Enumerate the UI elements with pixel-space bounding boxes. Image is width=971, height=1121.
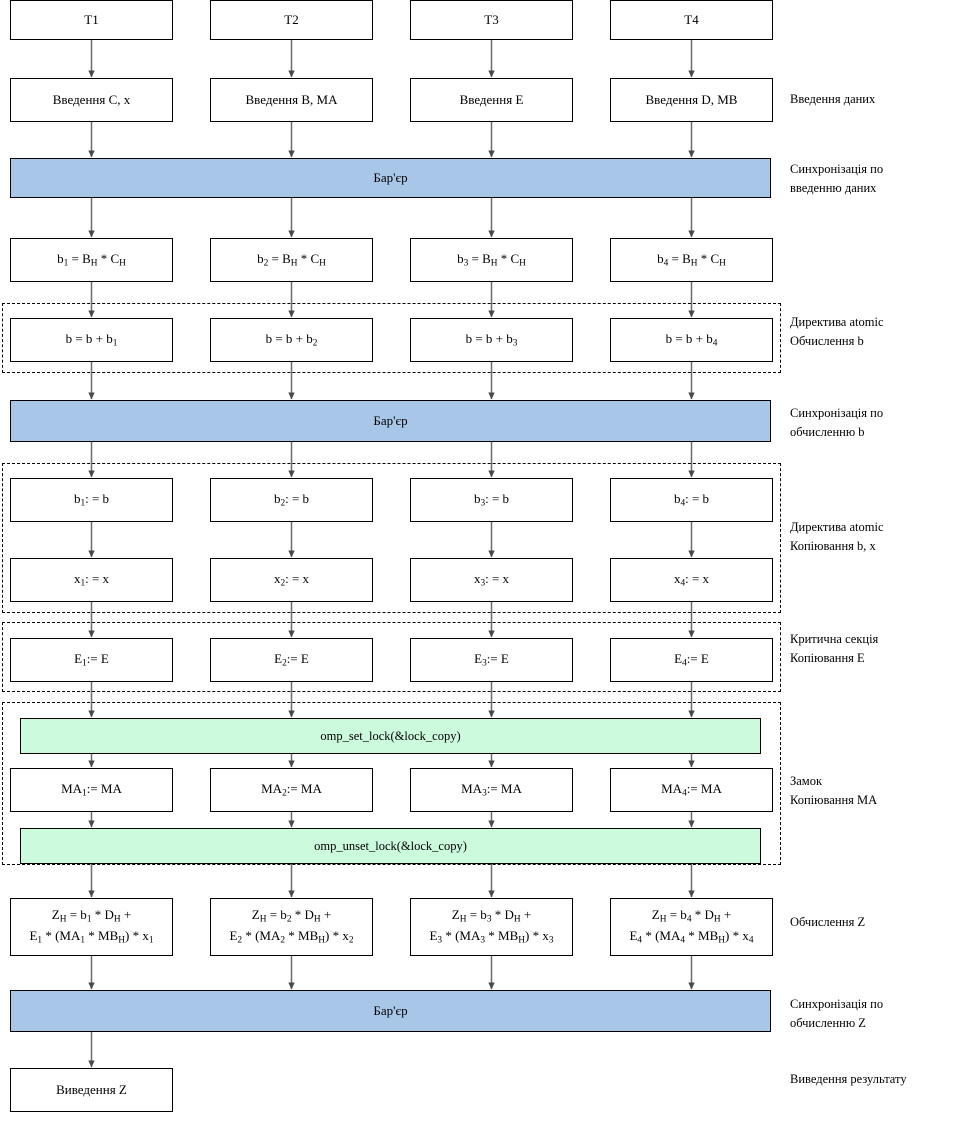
node-label: b4: = b (673, 490, 710, 509)
barrier-label: Бар'єр (373, 1003, 408, 1018)
node-label: E3:= E (474, 650, 509, 669)
node-label: b1: = b (73, 490, 110, 509)
node-label: Виведення Z (56, 1082, 127, 1098)
node-b-accumulate-4[interactable]: b = b + b4 (610, 318, 773, 362)
node-e-copy-2[interactable]: E2:= E (210, 638, 373, 682)
node-label: b3 = BH * CH (457, 250, 526, 269)
node-label: T4 (684, 12, 699, 28)
lock-bar-unset-lock[interactable]: omp_unset_lock(&lock_copy) (20, 828, 761, 864)
side-label-output: Виведення результату (790, 1072, 907, 1086)
side-label-b-accumulate: Директива atomic Обчислення b (790, 315, 884, 349)
side-label-barrier-z: Синхронізація по обчисленню Z (790, 997, 884, 1031)
node-b-copy-1[interactable]: b1: = b (10, 478, 173, 522)
node-x-copy-2[interactable]: x2: = x (210, 558, 373, 602)
node-b-accumulate-3[interactable]: b = b + b3 (410, 318, 573, 362)
node-x-copy-3[interactable]: x3: = x (410, 558, 573, 602)
node-b-copy-4[interactable]: b4: = b (610, 478, 773, 522)
node-input-2[interactable]: Введення B, MA (210, 78, 373, 122)
barrier-label: Бар'єр (373, 170, 408, 185)
side-label-z-compute: Обчислення Z (790, 915, 866, 929)
node-label: b3: = b (473, 490, 510, 509)
node-label: b = b + b4 (665, 330, 718, 349)
side-label-barrier-b: Синхронізація по обчисленню b (790, 406, 884, 440)
node-label: b = b + b3 (465, 330, 518, 349)
node-b-accumulate-2[interactable]: b = b + b2 (210, 318, 373, 362)
node-line-1: ZH = b2 * DH + (251, 906, 332, 925)
side-label-e-copy: Критична секція Копіювання E (790, 632, 879, 666)
node-ma-copy-4[interactable]: MA4:= MA (610, 768, 773, 812)
node-line-2: E1 * (MA1 * MBH) * x1 (29, 928, 154, 946)
lock-label: omp_unset_lock(&lock_copy) (314, 838, 467, 853)
node-x-copy-4[interactable]: x4: = x (610, 558, 773, 602)
node-bi-product-4[interactable]: b4 = BH * CH (610, 238, 773, 282)
node-threads-4[interactable]: T4 (610, 0, 773, 40)
node-input-1[interactable]: Введення C, x (10, 78, 173, 122)
node-label: Введення E (459, 92, 524, 108)
node-label: b1 = BH * CH (57, 250, 126, 269)
node-label: b2 = BH * CH (257, 250, 326, 269)
node-b-copy-3[interactable]: b3: = b (410, 478, 573, 522)
node-label: b2: = b (273, 490, 310, 509)
lock-bar-set-lock[interactable]: omp_set_lock(&lock_copy) (20, 718, 761, 754)
node-label: Введення C, x (52, 92, 131, 108)
node-label: Введення B, MA (245, 92, 338, 108)
node-label: x3: = x (473, 570, 510, 589)
node-line-1: ZH = b4 * DH + (651, 906, 732, 925)
node-label: b = b + b1 (65, 330, 118, 349)
node-output-0[interactable]: Виведення Z (10, 1068, 173, 1112)
node-threads-1[interactable]: T1 (10, 0, 173, 40)
node-line-1: ZH = b3 * DH + (451, 906, 532, 925)
node-ma-copy-1[interactable]: MA1:= MA (10, 768, 173, 812)
node-b-copy-2[interactable]: b2: = b (210, 478, 373, 522)
node-z-compute-2[interactable]: ZH = b2 * DH + E2 * (MA2 * MBH) * x2 (210, 898, 373, 956)
node-z-compute-4[interactable]: ZH = b4 * DH + E4 * (MA4 * MBH) * x4 (610, 898, 773, 956)
barrier-bar-barrier-input[interactable]: Бар'єр (10, 158, 771, 198)
node-bi-product-3[interactable]: b3 = BH * CH (410, 238, 573, 282)
node-threads-3[interactable]: T3 (410, 0, 573, 40)
node-b-accumulate-1[interactable]: b = b + b1 (10, 318, 173, 362)
node-x-copy-1[interactable]: x1: = x (10, 558, 173, 602)
node-line-2: E4 * (MA4 * MBH) * x4 (629, 928, 754, 946)
node-ma-copy-2[interactable]: MA2:= MA (210, 768, 373, 812)
node-label: Введення D, MB (645, 92, 738, 108)
node-z-compute-3[interactable]: ZH = b3 * DH + E3 * (MA3 * MBH) * x3 (410, 898, 573, 956)
node-z-compute-1[interactable]: ZH = b1 * DH + E1 * (MA1 * MBH) * x1 (10, 898, 173, 956)
node-input-3[interactable]: Введення E (410, 78, 573, 122)
lock-label: omp_set_lock(&lock_copy) (320, 728, 461, 743)
node-label: MA4:= MA (661, 780, 722, 799)
node-label: b = b + b2 (265, 330, 318, 349)
node-label: x2: = x (273, 570, 310, 589)
node-threads-2[interactable]: T2 (210, 0, 373, 40)
side-label-x-copy: Директива atomic Копіювання b, x (790, 520, 884, 554)
node-e-copy-3[interactable]: E3:= E (410, 638, 573, 682)
node-label: E4:= E (674, 650, 709, 669)
node-label: E1:= E (74, 650, 109, 669)
side-label-barrier-input: Синхронізація по введенню даних (790, 162, 884, 196)
barrier-label: Бар'єр (373, 413, 408, 428)
node-input-4[interactable]: Введення D, MB (610, 78, 773, 122)
side-label-ma-copy: Замок Копіювання MA (790, 774, 878, 808)
barrier-bar-barrier-b[interactable]: Бар'єр (10, 400, 771, 442)
node-label: x4: = x (673, 570, 710, 589)
node-label: b4 = BH * CH (657, 250, 726, 269)
node-ma-copy-3[interactable]: MA3:= MA (410, 768, 573, 812)
node-label: E2:= E (274, 650, 309, 669)
node-line-2: E2 * (MA2 * MBH) * x2 (229, 928, 354, 946)
node-bi-product-1[interactable]: b1 = BH * CH (10, 238, 173, 282)
node-line-1: ZH = b1 * DH + (51, 906, 132, 925)
side-label-input: Введення даних (790, 92, 876, 106)
node-label: MA1:= MA (61, 780, 122, 799)
node-label: T1 (84, 12, 99, 28)
node-label: MA3:= MA (461, 780, 522, 799)
node-label: T2 (284, 12, 299, 28)
node-bi-product-2[interactable]: b2 = BH * CH (210, 238, 373, 282)
barrier-bar-barrier-z[interactable]: Бар'єр (10, 990, 771, 1032)
node-e-copy-1[interactable]: E1:= E (10, 638, 173, 682)
node-label: MA2:= MA (261, 780, 322, 799)
node-label: T3 (484, 12, 499, 28)
node-line-2: E3 * (MA3 * MBH) * x3 (429, 928, 554, 946)
node-label: x1: = x (73, 570, 110, 589)
node-e-copy-4[interactable]: E4:= E (610, 638, 773, 682)
